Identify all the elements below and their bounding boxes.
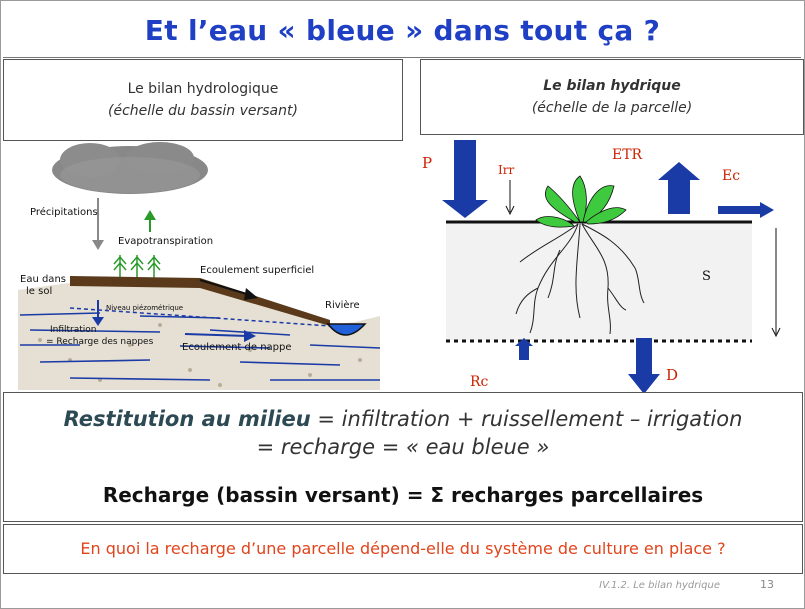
hydric-balance-box: Le bilan hydrique (échelle de la parcell… bbox=[420, 59, 804, 135]
p-label: P bbox=[422, 154, 432, 172]
watershed-diagram: Précipitations Evapotranspiration bbox=[18, 142, 381, 390]
infiltration-label: Infiltration bbox=[50, 325, 97, 335]
hydrological-balance-title: Le bilan hydrologique bbox=[127, 81, 279, 97]
precipitation-arrow-icon bbox=[92, 198, 104, 250]
page-number: 13 bbox=[760, 578, 774, 591]
piezometric-level-line bbox=[69, 307, 331, 327]
irrigation-arrow-icon bbox=[505, 180, 515, 216]
storage-arrow-icon bbox=[771, 228, 781, 338]
eau-dans-label: Eau dans bbox=[20, 274, 66, 285]
evapotranspiration-arrow-icon bbox=[144, 210, 156, 232]
recharge-label: = Recharge des nappes bbox=[46, 337, 154, 347]
hydrological-balance-box: Le bilan hydrologique (échelle du bassin… bbox=[3, 59, 403, 141]
field-balance-diagram: P Irr ETR Ec S Rc D bbox=[422, 140, 781, 394]
plants-icon bbox=[113, 255, 161, 278]
hydrological-balance-scale: (échelle du bassin versant) bbox=[108, 103, 298, 119]
restitution-emphasis: Restitution au milieu bbox=[63, 407, 311, 431]
etr-arrow-icon bbox=[658, 162, 700, 214]
le-sol-label: le sol bbox=[26, 286, 52, 297]
soil-reservoir bbox=[446, 222, 752, 340]
ec-label: Ec bbox=[722, 168, 740, 184]
cloud-icon bbox=[52, 142, 208, 194]
topsoil-layer bbox=[70, 276, 330, 326]
surface-runoff-arrow-icon bbox=[199, 279, 258, 300]
restitution-terms: = infiltration + ruissellement – irrigat… bbox=[310, 407, 743, 431]
footer-section-label: IV.1.2. Le bilan hydrique bbox=[599, 580, 720, 591]
surface-runoff-label: Ecoulement superficiel bbox=[200, 265, 314, 276]
rc-label: Rc bbox=[470, 374, 489, 390]
hydric-balance-title: Le bilan hydrique bbox=[543, 78, 681, 94]
river-icon bbox=[326, 323, 367, 336]
groundwater-lines bbox=[19, 312, 381, 381]
restitution-box: Restitution au milieu = infiltration + r… bbox=[3, 392, 803, 522]
plant-icon bbox=[535, 175, 627, 228]
restitution-equation-line2: = recharge = « eau bleue » bbox=[256, 435, 550, 459]
s-label: S bbox=[702, 269, 711, 284]
slide-title: Et l’eau « bleue » dans tout ça ? bbox=[144, 14, 661, 47]
drainage-arrow-icon bbox=[628, 338, 660, 394]
irr-label: Irr bbox=[498, 163, 514, 177]
etr-label: ETR bbox=[612, 147, 643, 163]
river-label: Rivière bbox=[325, 299, 360, 311]
groundwater-flow-label: Ecoulement de nappe bbox=[182, 342, 292, 353]
infiltration-arrow-icon bbox=[92, 300, 104, 326]
restitution-equation: Restitution au milieu = infiltration + r… bbox=[4, 403, 802, 435]
groundwater-flow-arrow-icon bbox=[184, 330, 256, 342]
precipitations-label: Précipitations bbox=[30, 206, 98, 218]
hydric-balance-scale: (échelle de la parcelle) bbox=[531, 100, 693, 116]
piezometric-level-label: Niveau piézométrique bbox=[106, 304, 183, 312]
precipitation-arrow-icon bbox=[442, 140, 488, 218]
title-divider bbox=[3, 57, 801, 58]
d-label: D bbox=[666, 366, 678, 384]
recharge-equation: Recharge (bassin versant) = Σ recharges … bbox=[102, 483, 704, 507]
question-box: En quoi la recharge d’une parcelle dépen… bbox=[3, 524, 803, 574]
ec-arrow-icon bbox=[718, 202, 774, 218]
roots-icon bbox=[515, 223, 645, 335]
capillary-rise-arrow-icon bbox=[515, 338, 533, 360]
evapotranspiration-label: Evapotranspiration bbox=[118, 236, 213, 247]
